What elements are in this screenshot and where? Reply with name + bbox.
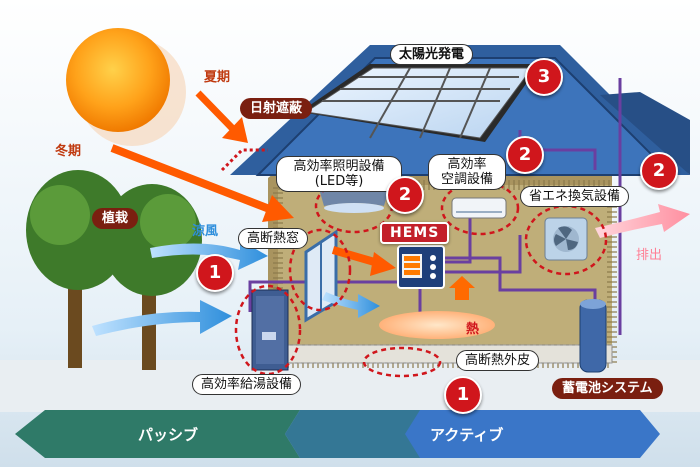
badge-solar: 3 — [525, 58, 563, 96]
exhaust-label: 排出 — [636, 248, 663, 263]
envelope-label: 高断熱外皮 — [456, 350, 540, 371]
sun-icon — [66, 28, 186, 146]
water-heater-label: 高効率給湯設備 — [192, 374, 302, 395]
water-heater-icon — [251, 289, 289, 371]
winter-arrow — [110, 144, 294, 222]
hems-panel — [397, 245, 445, 289]
badge-ventilation: 2 — [640, 152, 678, 190]
breeze-label: 涼風 — [192, 224, 219, 239]
badge-envelope: 1 — [444, 376, 482, 414]
window-to-hems-arrow — [331, 246, 396, 276]
battery-icon — [579, 299, 607, 373]
exhaust-arrow — [595, 204, 690, 238]
hems-label: HEMS — [380, 222, 450, 244]
heat-label: 熱 — [466, 322, 480, 337]
winter-label: 冬期 — [55, 144, 82, 159]
floor-heat-glow — [379, 311, 495, 339]
summer-arrow — [195, 90, 248, 143]
solar-label: 太陽光発電 — [390, 44, 474, 65]
bottom-bar — [15, 410, 660, 458]
active-label: アクティブ — [430, 426, 504, 444]
solar-panel — [300, 64, 540, 142]
ventilation-fan-icon — [544, 217, 588, 261]
trees — [26, 170, 202, 370]
highlight-circles — [234, 178, 608, 378]
planting-tag: 植栽 — [92, 208, 139, 229]
air-conditioner-icon — [451, 197, 507, 219]
battery-tag: 蓄電池システム — [552, 378, 663, 399]
passive-label: パッシブ — [138, 426, 199, 444]
aircon-label: 高効率 空調設備 — [428, 154, 506, 190]
window-label: 高断熱窓 — [238, 228, 309, 249]
summer-label: 夏期 — [204, 70, 231, 85]
badge-lighting: 2 — [386, 176, 424, 214]
heat-up-arrow — [449, 276, 475, 300]
ventilation-label: 省エネ換気設備 — [520, 186, 630, 207]
badge-aircon: 2 — [506, 136, 544, 174]
shading-tag: 日射遮蔽 — [240, 98, 313, 119]
badge-window: 1 — [196, 254, 234, 292]
lighting-label: 高効率照明設備 (LED等) — [276, 156, 402, 192]
